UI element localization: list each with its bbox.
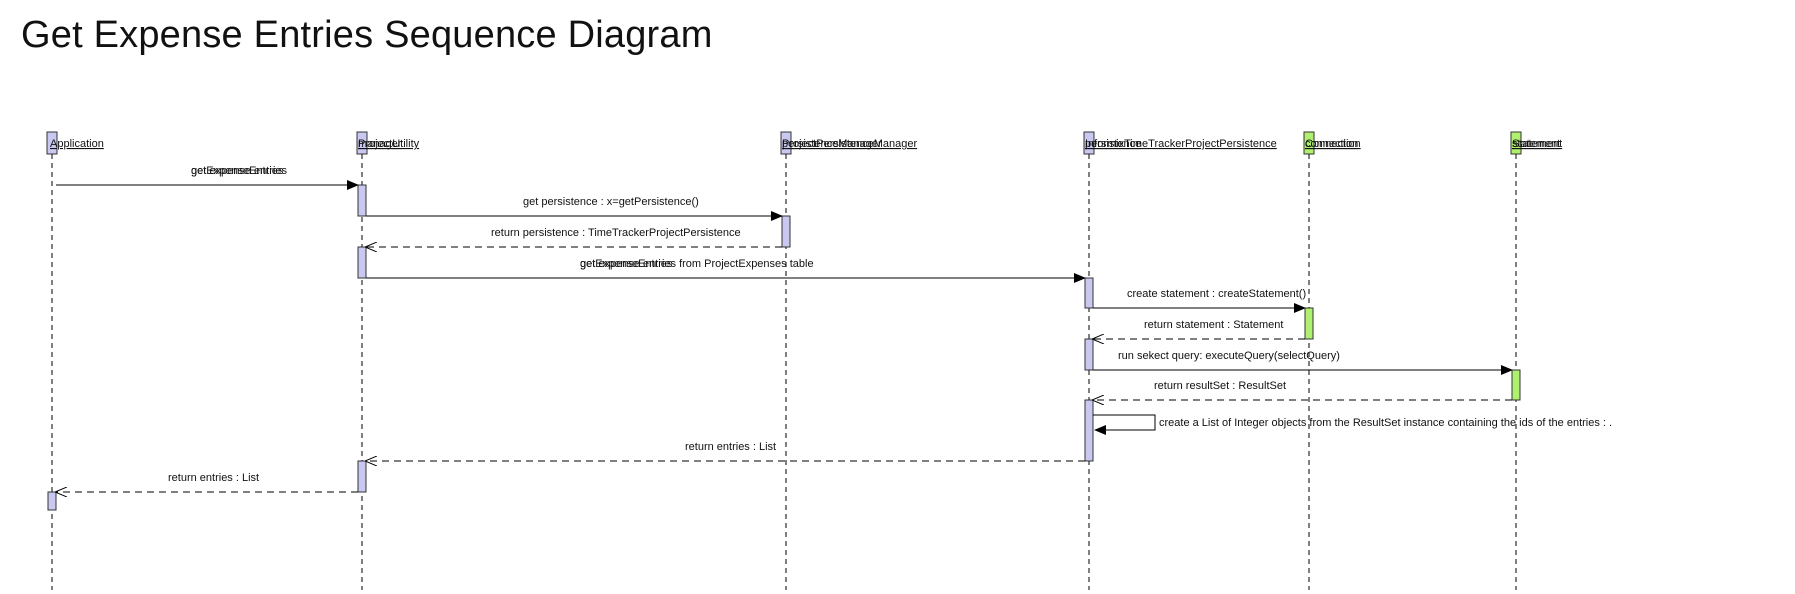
self-message-arrow: [1093, 414, 1156, 435]
activation-bar: [47, 491, 57, 511]
activation-bar: [357, 246, 367, 279]
lifeline-pers: InformixTimeTrackerProjectPersistenceper…: [1083, 131, 1277, 590]
lifeline-mgr: ProjectPersistenceManagerpersistenceMana…: [780, 131, 917, 590]
message-7: run sekect query: executeQuery(selectQue…: [1093, 350, 1513, 375]
message-label: return statement : Statement: [1144, 319, 1283, 331]
message-label: return resultSet : ResultSet: [1154, 380, 1286, 392]
activation-bar: [1084, 277, 1094, 309]
message-label: return entries : List: [685, 441, 776, 453]
message-label: get expense entries: [191, 165, 288, 177]
message-label: create a List of Integer objects from th…: [1159, 417, 1612, 429]
lifeline-head-box: [356, 131, 368, 155]
message-6: return statement : Statement: [1093, 319, 1305, 339]
lifeline-instance-label: persistence: [1085, 138, 1141, 150]
activation-bar: [357, 460, 367, 493]
message-label: return entries : List: [168, 472, 259, 484]
lifeline-instance-label: manager: [358, 138, 402, 150]
message-10: return entries : List: [366, 441, 1085, 461]
lifeline-head-box: [1303, 131, 1315, 155]
lifeline-head-box: [780, 131, 792, 155]
message-label: get persistence : x=getPersistence(): [523, 196, 699, 208]
activation-bar: [1084, 399, 1094, 462]
message-5: create statement : createStatement(): [1093, 288, 1306, 313]
lifeline-label: InformixTimeTrackerProjectPersistence: [1085, 138, 1277, 150]
message-label: run sekect query: executeQuery(selectQue…: [1118, 350, 1340, 362]
activation-bar: [1084, 338, 1094, 371]
message-4: get expense entries from ProjectExpenses…: [366, 258, 1086, 283]
lifeline-instance-label: persistenceManager: [782, 138, 882, 150]
activation-bar: [781, 215, 791, 248]
message-label: create statement : createStatement(): [1127, 288, 1306, 300]
message-label: return persistence : TimeTrackerProjectP…: [491, 227, 741, 239]
message-3: return persistence : TimeTrackerProjectP…: [366, 227, 782, 247]
lifeline-label: Application: [50, 138, 104, 150]
lifeline-label: Connection: [1305, 138, 1361, 150]
lifeline-head-box: [1510, 131, 1522, 155]
message-label: get expense entries from ProjectExpenses…: [580, 258, 814, 270]
message-11: return entries : List: [56, 472, 358, 492]
lifeline-instance-label: connection: [1305, 138, 1358, 150]
lifeline-head-box: [1083, 131, 1095, 155]
message-2: get persistence : x=getPersistence(): [366, 196, 783, 221]
lifeline-label: ProjectUtility: [358, 138, 420, 150]
activations-layer: [47, 184, 1521, 511]
message-8: return resultSet : ResultSet: [1093, 380, 1512, 400]
activation-bar: [1511, 369, 1521, 401]
message-9: create a List of Integer objects from th…: [1093, 414, 1612, 435]
lifeline-app: Application: [46, 131, 104, 590]
lifeline-label: ProjectPersistenceManager: [782, 138, 917, 150]
message-operation-label: getExpenseEntries: [580, 258, 673, 270]
messages-layer: get expense entriesgetExpenseEntriesget …: [56, 165, 1612, 492]
page-title: Get Expense Entries Sequence Diagram: [21, 14, 713, 56]
activation-bar: [357, 184, 367, 217]
message-operation-label: getExpenseEntries: [191, 165, 284, 177]
lifeline-head-box: [46, 131, 58, 155]
lifeline-instance-label: statement: [1512, 138, 1560, 150]
lifeline-label: Statement: [1512, 138, 1562, 150]
activation-bar: [1304, 307, 1314, 340]
